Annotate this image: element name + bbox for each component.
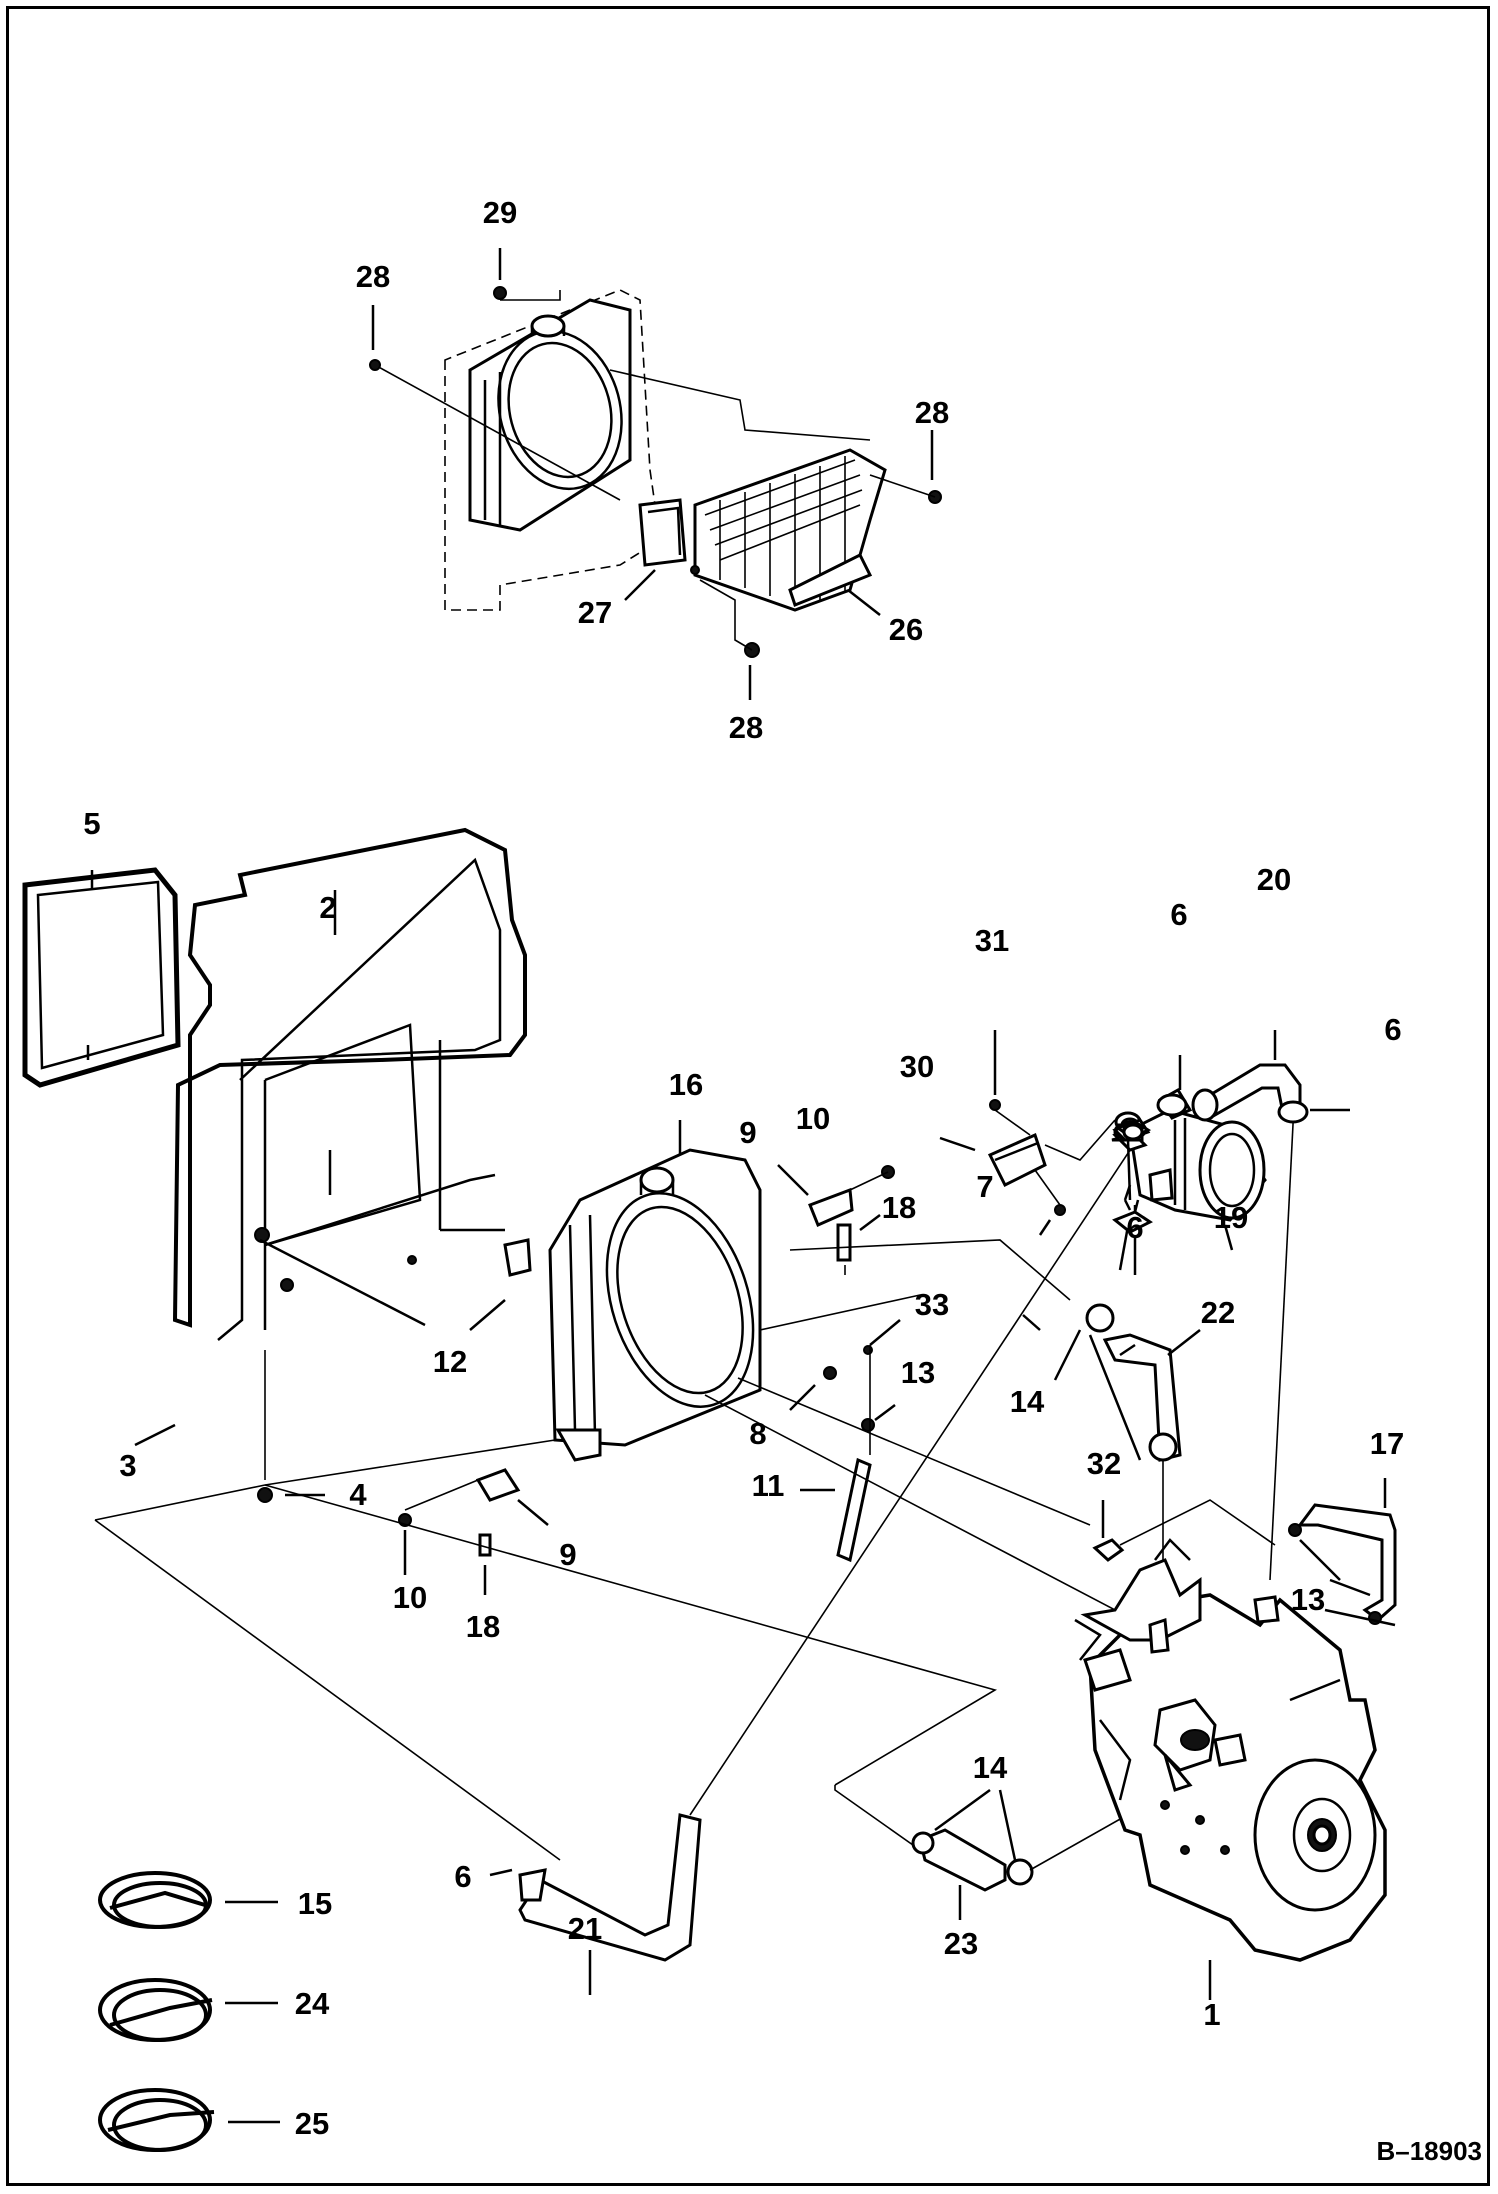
callout-19: 19 [1214,1200,1248,1235]
callout-27: 27 [578,595,612,630]
callout-20: 20 [1257,862,1291,897]
callout-9: 9 [739,1115,756,1150]
callout-10: 10 [393,1580,427,1615]
top-radiator-assembly [369,248,942,700]
callout-10: 10 [796,1101,830,1136]
callout-5: 5 [83,806,100,841]
callout-4: 4 [349,1477,367,1512]
callout-15: 15 [298,1886,332,1921]
callout-23: 23 [944,1926,978,1961]
callout-14: 14 [973,1750,1008,1785]
callout-22: 22 [1201,1295,1235,1330]
callout-6: 6 [454,1859,471,1894]
callout-13: 13 [901,1355,935,1390]
callout-1: 1 [1203,1997,1220,2032]
callout-26: 26 [889,612,923,647]
air-filter-assembly [939,1030,1350,1271]
callout-28: 28 [729,710,763,745]
callout-leaders [134,890,1136,1447]
callout-9: 9 [559,1537,576,1572]
callout-17: 17 [1370,1426,1404,1461]
callout-18: 18 [882,1190,916,1225]
callout-11: 11 [752,1468,785,1503]
callout-33: 33 [915,1287,949,1322]
hose-coils [98,1871,280,2152]
callout-18: 18 [466,1609,500,1644]
callout-6: 6 [1170,897,1187,932]
callout-21: 21 [568,1911,602,1946]
callout-29: 29 [483,195,517,230]
figure-reference-number: B–18903 [1376,2136,1482,2166]
callout-2: 2 [319,890,336,925]
clamp-6-under-filter [1112,1210,1153,1275]
callout-24: 24 [295,1986,330,2021]
callout-12: 12 [433,1344,467,1379]
radiator-assembly [398,1120,1221,1666]
callout-3: 3 [119,1448,136,1483]
engine-assembly [1074,1538,1396,2000]
callout-16: 16 [669,1067,703,1102]
callout-7: 7 [976,1169,993,1204]
hoses [94,1084,1397,1995]
callout-28: 28 [356,259,390,294]
shroud-assembly [22,827,532,1503]
callout-32: 32 [1087,1446,1121,1481]
callout-14: 14 [1010,1384,1045,1419]
callout-30: 30 [900,1049,934,1084]
callout-25: 25 [295,2106,329,2141]
callout-6: 6 [1384,1012,1401,1047]
callout-6: 6 [1126,1210,1143,1245]
callout-8: 8 [749,1416,766,1451]
callout-13: 13 [1291,1582,1325,1617]
callout-28: 28 [915,395,949,430]
callout-31: 31 [975,923,1009,958]
